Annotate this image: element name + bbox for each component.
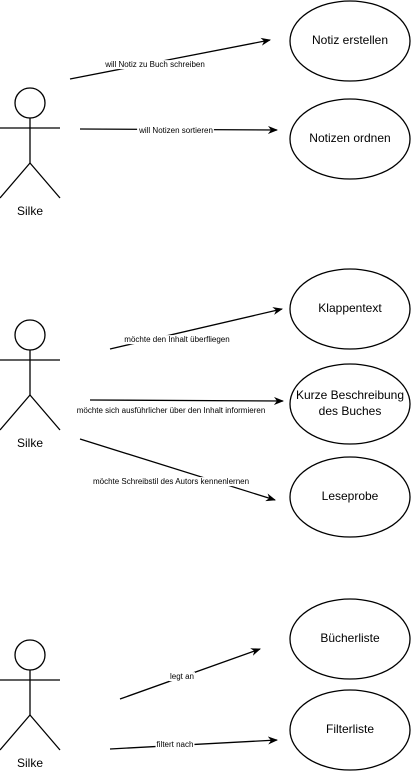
use-case-ellipse (289, 98, 411, 180)
use-case-u1: Notiz erstellen (289, 0, 411, 82)
use-case-ellipse (289, 689, 411, 771)
edge-label-background (91, 477, 251, 487)
use-case-label: Klappentext (318, 301, 382, 315)
actor-label: Silke (17, 436, 43, 450)
actor-a1: Silke (0, 87, 61, 218)
edge-labels-layer: will Notiz zu Buch schreiben will Notizen… (75, 60, 267, 750)
edge-arrow-a1-u1 (69, 37, 271, 80)
actor-left-leg (0, 714, 31, 751)
use-case-label: Notizen ordnen (309, 131, 390, 145)
edge-label-background (75, 406, 267, 416)
use-case-u4: Kurze Beschreibung des Buches (289, 363, 411, 445)
edge-label: filtert nach (157, 740, 194, 749)
edge-label-background (123, 335, 231, 345)
edge-label: legt an (170, 672, 194, 681)
use-case-label: Filterliste (326, 722, 374, 736)
actor-label: Silke (17, 756, 43, 770)
use-case-ellipse (289, 456, 411, 538)
edge-arrow-a2-u4 (89, 396, 284, 405)
edge-label: will Notizen sortieren (138, 126, 213, 135)
use-case-ellipse (289, 0, 411, 82)
actor-head (14, 319, 46, 351)
use-case-u3: Klappentext (289, 268, 411, 350)
use-case-u6: Bücherliste (289, 598, 411, 680)
actor-right-leg (29, 714, 61, 751)
use-case-label: des Buches (319, 404, 382, 418)
edge-label: möchte Schreibstil des Autors kennenlern… (93, 477, 249, 486)
use-case-ellipse (289, 363, 411, 445)
actor-right-leg (29, 394, 61, 431)
edges-layer (69, 37, 284, 750)
edge-label-background (155, 740, 195, 750)
use-case-label: Notiz erstellen (312, 33, 388, 47)
actor-head (14, 639, 46, 671)
use-case-label: Leseprobe (322, 489, 379, 503)
edge-label-background (103, 60, 206, 70)
actor-a2: Silke (0, 319, 61, 450)
actor-label: Silke (17, 204, 43, 218)
use-case-ellipse (289, 268, 411, 350)
edge-label: möchte den Inhalt überfliegen (124, 335, 229, 344)
edge-label: will Notiz zu Buch schreiben (104, 60, 205, 69)
edge-label-background (168, 672, 196, 682)
actor-left-leg (0, 162, 31, 199)
actor-right-leg (29, 162, 61, 199)
use-case-u5: Leseprobe (289, 456, 411, 538)
edge-arrow-a2-u5 (79, 438, 276, 502)
actor-left-leg (0, 394, 31, 431)
use-case-u2: Notizen ordnen (289, 98, 411, 180)
use-case-ellipse (289, 598, 411, 680)
use-case-label: Kurze Beschreibung (296, 388, 404, 402)
actor-head (14, 87, 46, 119)
use-case-label: Bücherliste (320, 631, 380, 645)
actor-a3: Silke (0, 639, 61, 770)
use-case-u7: Filterliste (289, 689, 411, 771)
edge-label: möchte sich ausführlicher über den Inhal… (77, 406, 266, 415)
edge-label-background (137, 126, 214, 136)
